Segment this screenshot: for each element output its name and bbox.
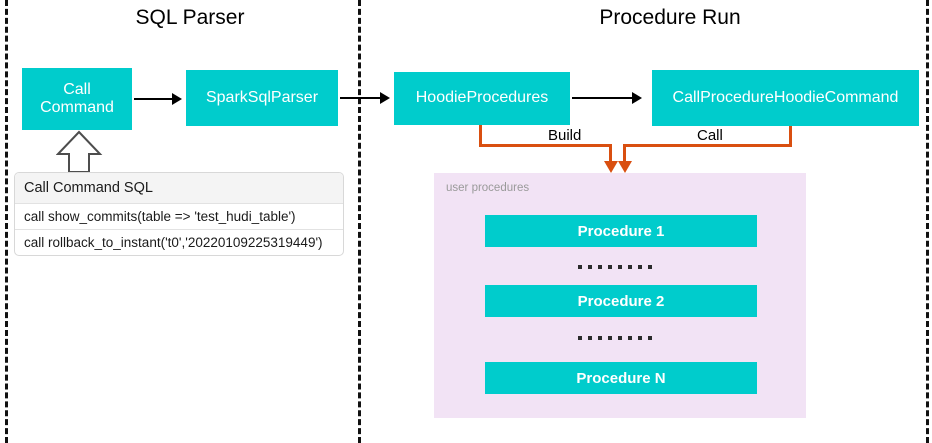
node-hoodie-procedures-label: HoodieProcedures bbox=[415, 89, 549, 107]
edge-build-segment-drop bbox=[609, 144, 612, 164]
divider-left bbox=[5, 0, 8, 443]
edge-call-segment-across bbox=[623, 144, 792, 147]
callout-up-arrow-icon bbox=[56, 130, 103, 173]
divider-middle bbox=[358, 0, 361, 443]
node-spark-sql-parser[interactable]: SparkSqlParser bbox=[186, 70, 338, 126]
call-command-sql-row[interactable]: call rollback_to_instant('t0','202201092… bbox=[24, 235, 323, 250]
node-call-procedure-hoodie-command[interactable]: CallProcedureHoodieCommand bbox=[652, 70, 919, 126]
edge-build-arrowhead bbox=[604, 161, 618, 173]
node-call-procedure-hoodie-command-label: CallProcedureHoodieCommand bbox=[672, 88, 899, 106]
procedures-ellipsis-2 bbox=[578, 336, 652, 340]
edge-callcommand-to-sparksqlparser-line bbox=[134, 98, 174, 100]
edge-label-build: Build bbox=[548, 127, 582, 144]
procedure-box-n-label: Procedure N bbox=[576, 369, 666, 387]
procedure-box-2[interactable]: Procedure 2 bbox=[485, 285, 757, 317]
procedure-box-1-label: Procedure 1 bbox=[577, 222, 665, 240]
procedures-ellipsis-1 bbox=[578, 265, 652, 269]
edge-call-arrowhead bbox=[618, 161, 632, 173]
edge-call-segment-drop bbox=[623, 144, 626, 164]
call-command-sql-panel: Call Command SQL call show_commits(table… bbox=[14, 172, 344, 256]
procedure-box-1[interactable]: Procedure 1 bbox=[485, 215, 757, 247]
node-call-command[interactable]: Call Command bbox=[22, 68, 132, 130]
procedure-box-2-label: Procedure 2 bbox=[577, 292, 665, 310]
node-hoodie-procedures[interactable]: HoodieProcedures bbox=[394, 72, 570, 125]
edge-label-call: Call bbox=[697, 127, 723, 144]
edge-hoodieprocedures-to-callprocedure-line bbox=[572, 97, 634, 99]
edge-call-segment-down bbox=[789, 126, 792, 147]
node-spark-sql-parser-label: SparkSqlParser bbox=[205, 88, 319, 106]
section-title-procedure-run: Procedure Run bbox=[599, 6, 741, 29]
call-command-sql-row[interactable]: call show_commits(table => 'test_hudi_ta… bbox=[15, 204, 343, 230]
edge-sparksqlparser-to-hoodieprocedures-line bbox=[340, 97, 382, 99]
node-call-command-label-line2: Command bbox=[40, 99, 114, 116]
node-call-command-label-line1: Call bbox=[63, 80, 91, 98]
edge-build-segment-across bbox=[479, 144, 612, 147]
procedure-box-n[interactable]: Procedure N bbox=[485, 362, 757, 394]
edge-callcommand-to-sparksqlparser-arrowhead bbox=[172, 93, 182, 105]
edge-sparksqlparser-to-hoodieprocedures-arrowhead bbox=[380, 92, 390, 104]
divider-right bbox=[926, 0, 929, 443]
edge-build-segment-down bbox=[479, 125, 482, 147]
section-title-sql-parser: SQL Parser bbox=[135, 6, 245, 29]
user-procedures-panel-label: user procedures bbox=[446, 182, 530, 194]
call-command-sql-panel-header: Call Command SQL bbox=[15, 173, 343, 204]
edge-hoodieprocedures-to-callprocedure-arrowhead bbox=[632, 92, 642, 104]
